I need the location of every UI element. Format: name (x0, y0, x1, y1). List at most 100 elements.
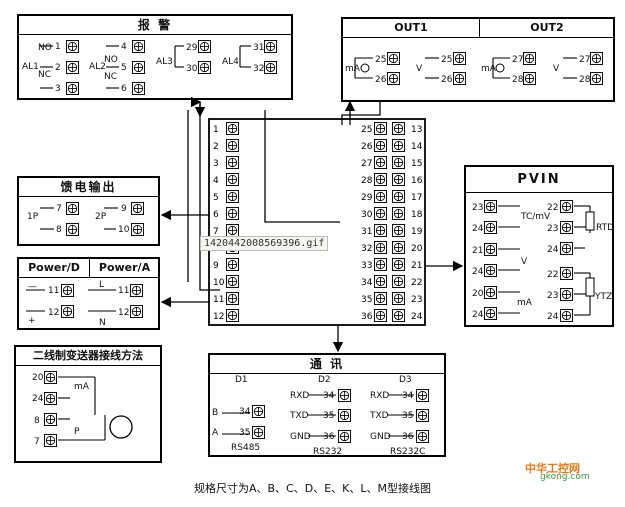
box-terminal-screw (61, 305, 74, 318)
box-terminal-screw (338, 430, 351, 443)
box-terminal-screw (130, 305, 143, 318)
out2-ma-label: mA (481, 64, 496, 74)
pvin-terminal-20: 20 (472, 289, 484, 299)
strip-right-label: 18 (411, 210, 423, 220)
out1-terminal-26b: 26 (441, 75, 453, 85)
two-wire-p-label: P (74, 427, 80, 437)
comm-d2-terminal-34: 34 (323, 391, 335, 401)
strip-left-label: 1 (213, 125, 219, 135)
al3-label: AL3 (156, 57, 173, 67)
strip-mid-label: 26 (361, 142, 373, 152)
box-terminal-screw (44, 392, 57, 405)
al4-label: AL4 (222, 57, 239, 67)
alarm-panel: 报 警 (17, 14, 293, 100)
alarm-terminal-29: 29 (186, 43, 198, 53)
out1-terminal-25b: 25 (441, 55, 453, 65)
comm-d3-txd-label: TXD (370, 411, 389, 421)
strip-mid-label: 30 (361, 210, 373, 220)
comm-title: 通 讯 (210, 355, 444, 374)
strip-left-label: 4 (213, 176, 219, 186)
output-panel: OUT1 OUT2 (341, 17, 615, 102)
out1-v-label: V (416, 64, 423, 74)
strip-right-screw (392, 292, 405, 305)
transmitter-icon (109, 415, 133, 439)
strip-left-screw (226, 139, 239, 152)
comm-d3-label: D3 (399, 375, 412, 385)
box-terminal-screw (560, 267, 573, 280)
filename-tooltip: 1420442008569396.gif (200, 236, 329, 251)
box-terminal-screw (523, 72, 536, 85)
strip-left-screw (226, 275, 239, 288)
strip-mid-screw (374, 309, 387, 322)
alarm-terminal-3: 3 (55, 84, 61, 94)
strip-mid-label: 33 (361, 261, 372, 271)
strip-right-label: 16 (411, 176, 423, 186)
pvin-terminal-24a: 24 (472, 224, 484, 234)
two-wire-panel: 二线制变送器接线方法 (14, 345, 162, 463)
al2-label: AL2 (89, 62, 106, 72)
alarm-title: 报 警 (19, 16, 291, 35)
pvin-terminal-24c: 24 (472, 310, 484, 320)
box-terminal-screw (590, 52, 603, 65)
box-terminal-screw (416, 409, 429, 422)
strip-right-label: 19 (411, 227, 423, 237)
box-terminal-screw (387, 52, 400, 65)
box-terminal-screw (264, 61, 277, 74)
box-terminal-screw (387, 72, 400, 85)
pvin-terminal-22b: 22 (547, 270, 559, 280)
strip-left-label: 12 (213, 312, 224, 322)
strip-left-label: 10 (213, 278, 225, 288)
no-label-2: NO (104, 55, 118, 65)
strip-left-screw (226, 207, 239, 220)
box-terminal-screw (560, 288, 573, 301)
strip-mid-screw (374, 224, 387, 237)
comm-d2-terminal-35: 35 (323, 411, 335, 421)
box-terminal-screw (523, 52, 536, 65)
box-terminal-screw (131, 223, 144, 236)
alarm-terminal-2: 2 (55, 63, 61, 73)
two-wire-ma-label: mA (74, 382, 89, 392)
diagram-caption: 规格尺寸为A、B、C、D、E、K、L、M型接线图 (193, 482, 431, 495)
resistor-icon (585, 277, 595, 297)
pvin-terminal-23a: 23 (472, 203, 484, 213)
power-d-title: Power/D (19, 259, 89, 278)
box-terminal-screw (338, 389, 351, 402)
power-a-title: Power/A (89, 259, 159, 278)
strip-left-label: 11 (213, 295, 224, 305)
pvin-rtd-label: RTD (596, 223, 615, 233)
comm-rs232c-label: RS232C (390, 447, 426, 457)
pvin-terminal-24d: 24 (547, 245, 559, 255)
box-terminal-screw (132, 82, 145, 95)
strip-left-label: 3 (213, 159, 219, 169)
box-terminal-screw (66, 82, 79, 95)
strip-right-screw (392, 241, 405, 254)
resistor-icon (585, 211, 595, 231)
terminal-block-outline (208, 118, 426, 326)
comm-d3-terminal-36: 36 (402, 432, 414, 442)
strip-mid-screw (374, 173, 387, 186)
power-d-terminal-12: 12 (48, 308, 60, 318)
strip-right-screw (392, 190, 405, 203)
strip-mid-screw (374, 190, 387, 203)
comm-rs232-label: RS232 (313, 447, 343, 457)
power-a-terminal-12: 12 (118, 308, 130, 318)
pvin-terminal-23c: 23 (547, 291, 559, 301)
strip-left-screw (226, 258, 239, 271)
out1-terminal-26a: 26 (375, 75, 387, 85)
box-terminal-screw (484, 307, 497, 320)
out2-v-label: V (553, 64, 560, 74)
alarm-terminal-32: 32 (253, 64, 265, 74)
box-terminal-screw (131, 202, 144, 215)
comm-d1-terminal-35: 35 (239, 428, 251, 438)
strip-left-label: 7 (213, 227, 219, 237)
strip-mid-label: 36 (361, 312, 373, 322)
alarm-terminal-1: 1 (55, 42, 61, 52)
strip-right-screw (392, 309, 405, 322)
out2-terminal-27b: 27 (579, 55, 591, 65)
comm-panel: 通 讯 (208, 353, 446, 457)
strip-right-screw (392, 173, 405, 186)
box-terminal-screw (44, 434, 57, 447)
comm-d2-gnd-label: GND (290, 432, 311, 442)
comm-rs485-label: RS485 (231, 443, 261, 453)
box-terminal-screw (198, 61, 211, 74)
